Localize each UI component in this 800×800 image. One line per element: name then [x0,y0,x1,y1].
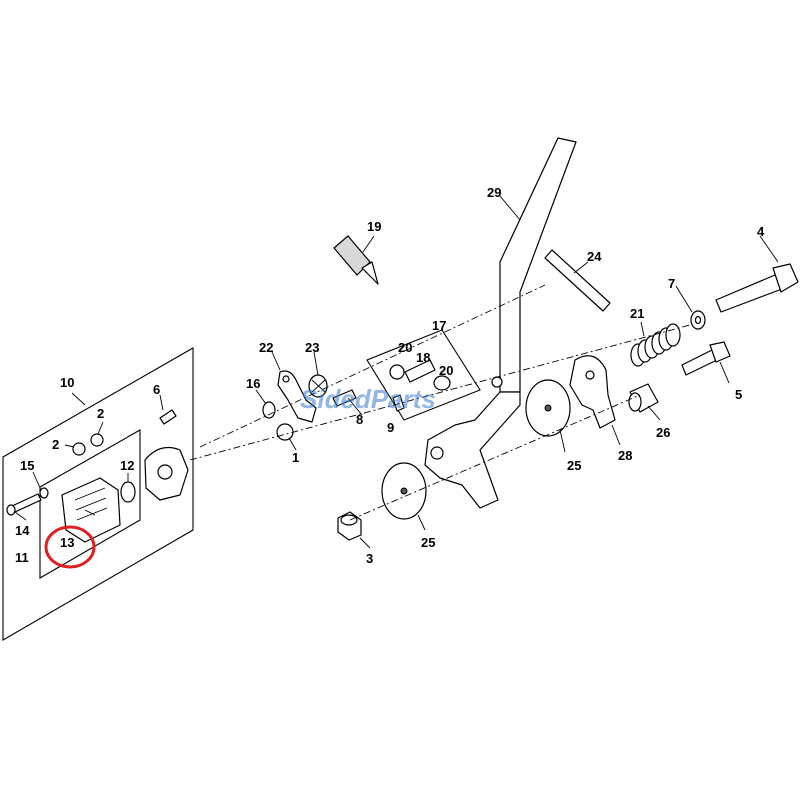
pin-18 [404,359,436,383]
screw-14 [11,493,42,513]
callout-6: 6 [153,382,160,397]
nut-3-top [340,514,358,526]
nut-2-top [90,433,104,447]
callout-28: 28 [618,448,632,463]
disc-25-lower-hole [400,487,408,495]
bottle-19 [333,235,371,276]
bushing-1 [276,423,294,441]
callout-17: 17 [432,318,446,333]
linkage-22 [277,370,317,423]
watermark-text: SidedParts [300,384,436,414]
callout-20-right: 20 [439,363,453,378]
leader-lines [14,195,779,549]
callout-20-left: 20 [398,340,412,355]
disc-25-upper-hole [544,404,552,412]
callout-7: 7 [668,276,675,291]
callout-2-top: 2 [97,406,104,421]
screw-8 [332,389,357,407]
bracket-28 [569,355,616,429]
callout-15: 15 [20,458,34,473]
callout-24: 24 [587,249,602,264]
callout-21: 21 [630,306,644,321]
callout-22: 22 [259,340,273,355]
callout-8: 8 [356,412,363,427]
pin-24 [544,249,611,312]
sensor-flange-bore [157,464,173,480]
callout-3: 3 [366,551,373,566]
callout-9: 9 [387,420,394,435]
nut-2-left [72,442,86,456]
clip-9 [392,394,405,412]
washer-16 [262,401,276,419]
bracket-28-hole [585,370,595,380]
callout-2-left: 2 [52,437,59,452]
bottle-19-tip [361,261,379,285]
callout-18: 18 [416,350,430,365]
callout-13: 13 [60,535,74,550]
callout-26: 26 [656,425,670,440]
bolt-5 [681,349,718,376]
callout-19: 19 [367,219,381,234]
axis-line-mid [189,324,691,461]
callout-1: 1 [292,450,299,465]
bolt-4 [715,274,783,313]
assembly-box-10 [2,347,194,641]
callout-25-right: 25 [567,458,581,473]
spring-21 [630,323,681,367]
lever-plate [424,391,521,509]
callout-23: 23 [305,340,319,355]
oring-12 [120,481,136,503]
callout-5: 5 [735,387,742,402]
assembly-box-11 [39,429,141,579]
highlight-circle [44,525,96,569]
callout-16: 16 [246,376,260,391]
spacer-26-end [628,392,642,412]
callout-12: 12 [120,458,134,473]
washer-7-hole [694,315,702,325]
bolt-4-head [772,263,799,293]
screw-6 [159,409,177,425]
callout-29: 29 [487,185,501,200]
assembly-box-17 [366,329,481,421]
axis-line-top [199,284,546,448]
lever-pivot [491,376,503,388]
pin-20-left [389,364,405,380]
module-13 [61,477,121,543]
washer-23-teeth [311,379,326,393]
callout-10: 10 [60,375,74,390]
callout-11: 11 [15,550,29,565]
callout-4: 4 [757,224,765,239]
linkage-22-hole [282,375,290,383]
lever-hole [430,446,444,460]
pin-20-right [433,375,451,391]
callout-25-left: 25 [421,535,435,550]
callout-14: 14 [15,523,30,538]
screw-14-head [6,504,16,516]
bolt-5-head [709,341,731,363]
washer-15 [39,487,49,499]
watermark: SidedParts [300,384,436,414]
